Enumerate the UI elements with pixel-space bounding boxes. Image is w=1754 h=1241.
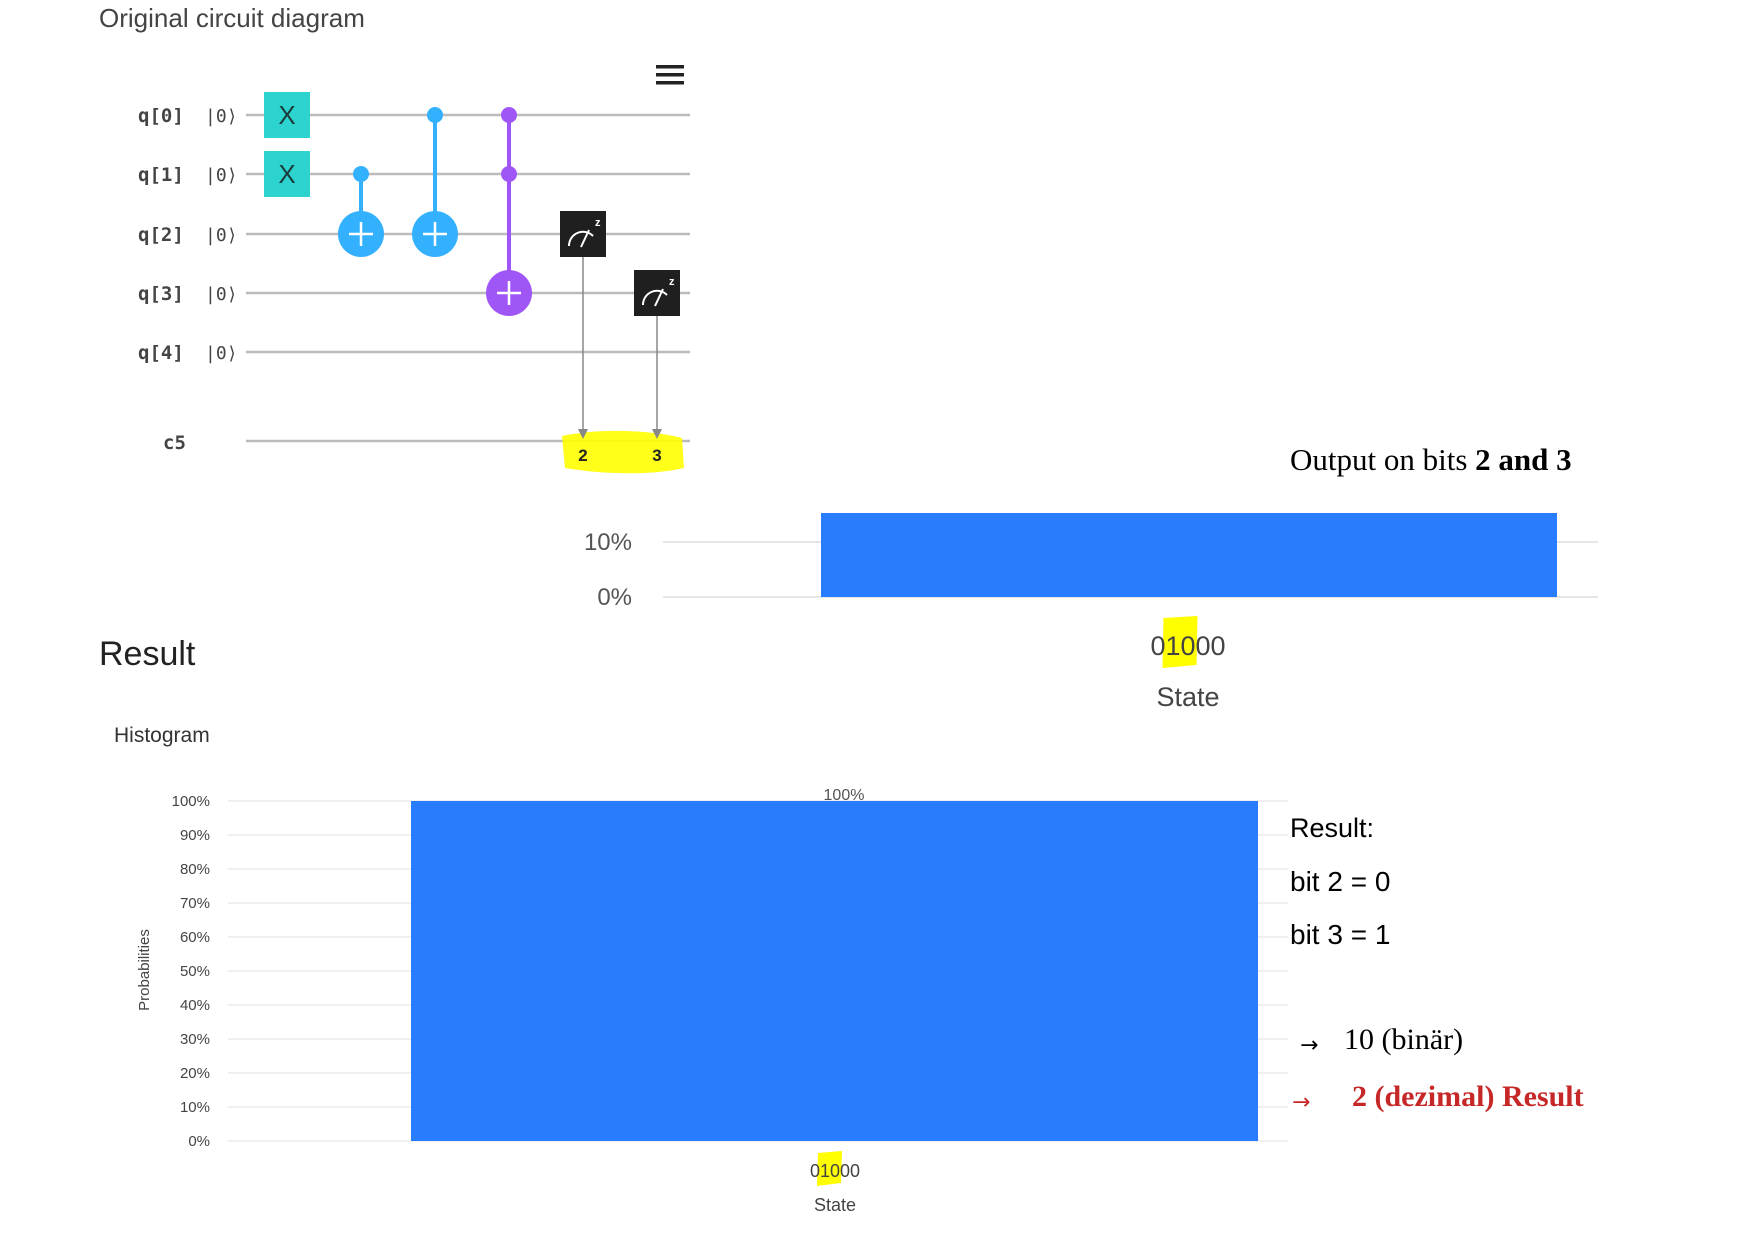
qubit-label: q[0] [138, 105, 184, 127]
bit3-value: bit 3 = 1 [1290, 919, 1390, 950]
qubit-init-state: |0⟩ [205, 165, 238, 186]
result-histogram: 0% 10% 20% 30% 40% 50% 60% 70% 80% 90% 100% Probabi… [136, 787, 1288, 1215]
output-annotation-bits: 2 and 3 [1475, 442, 1571, 477]
y-tick-label: 20% [180, 1065, 210, 1082]
control-dot [353, 166, 369, 182]
x-gate: X [264, 92, 310, 138]
y-axis-label: Probabilities [136, 929, 153, 1011]
measurement-meter-icon [560, 211, 606, 257]
y-tick-label: 50% [180, 963, 210, 980]
qubit-init-state: |0⟩ [205, 225, 238, 246]
measure-basis-label: z [669, 276, 675, 288]
measurement-gate: z3 [634, 270, 680, 465]
binary-result: 10 (binär) [1344, 1023, 1463, 1056]
histogram-label: Histogram [114, 724, 210, 747]
y-tick-label: 10% [584, 529, 632, 556]
y-tick-label: 0% [597, 584, 632, 611]
toffoli-gate [486, 107, 532, 316]
y-tick-label: 80% [180, 861, 210, 878]
highlight-marker [816, 1151, 843, 1186]
state-tick-label: 01000 [810, 1151, 860, 1186]
x-gate-label: X [278, 100, 295, 130]
y-tick-label: 30% [180, 1031, 210, 1048]
control-dot [501, 107, 517, 123]
arrow-binary: → [1300, 1033, 1318, 1058]
qubit-init-state: |0⟩ [205, 343, 238, 364]
decimal-result: 2 (dezimal) Result [1352, 1080, 1584, 1113]
meter-arc [641, 289, 668, 306]
meter-needle [580, 229, 590, 248]
y-tick-label: 60% [180, 929, 210, 946]
measure-basis-label: z [595, 217, 601, 229]
y-tick-label: 0% [188, 1133, 210, 1150]
circuit-diagram: q[0] |0⟩ q[1] |0⟩ q[2] |0⟩ q[3] |0⟩ q[4] |0⟩ c5 XXz… [138, 92, 690, 474]
bar [821, 513, 1557, 597]
arrow-down-icon [652, 429, 662, 439]
y-tick-label: 10% [180, 1099, 210, 1116]
x-axis-label: State [814, 1195, 856, 1215]
arrow-decimal: → [1292, 1090, 1310, 1115]
qubit-init-state: |0⟩ [205, 106, 238, 127]
state-label-text: 01000 [1150, 631, 1225, 661]
measurement-meter-icon [634, 270, 680, 316]
circuit-title: Original circuit diagram [99, 3, 365, 33]
output-annotation-prefix: Output on bits [1290, 442, 1475, 477]
x-gate: X [264, 151, 310, 197]
data-label: 100% [824, 787, 865, 804]
x-gate-label: X [278, 159, 295, 189]
y-tick-label: 70% [180, 895, 210, 912]
classical-bit-label: 3 [652, 446, 661, 465]
measurement-gate: z2 [560, 211, 606, 465]
state-tick-label: 01000 [1150, 616, 1226, 668]
x-gate-box [264, 92, 310, 138]
highlight-marker [562, 430, 684, 474]
output-annotation: Output on bits 2 and 3 [1290, 442, 1572, 477]
result-heading: Result [99, 635, 196, 673]
control-dot [427, 107, 443, 123]
classical-bit-label: 2 [578, 446, 587, 465]
classical-register-label: c5 [163, 432, 186, 454]
qubit-label: q[3] [138, 283, 184, 305]
cnot-gate [338, 166, 384, 257]
qubit-label: q[2] [138, 224, 184, 246]
x-axis-label: State [1156, 682, 1219, 712]
bar [411, 801, 1258, 1141]
state-label-text: 01000 [810, 1161, 860, 1181]
qubit-label: q[1] [138, 164, 184, 186]
arrow-down-icon [578, 429, 588, 439]
qubit-init-state: |0⟩ [205, 284, 238, 305]
y-tick-label: 100% [172, 793, 210, 810]
x-gate-box [264, 151, 310, 197]
meter-needle [654, 288, 664, 307]
hamburger-menu-icon[interactable] [656, 65, 684, 85]
bit2-value: bit 2 = 0 [1290, 866, 1390, 897]
control-dot [501, 166, 517, 182]
y-tick-label: 90% [180, 827, 210, 844]
y-tick-label: 40% [180, 997, 210, 1014]
result-label: Result: [1290, 813, 1374, 843]
meter-arc [567, 230, 594, 247]
highlight-marker [1162, 616, 1198, 668]
cnot-gate [412, 107, 458, 257]
qubit-label: q[4] [138, 342, 184, 364]
